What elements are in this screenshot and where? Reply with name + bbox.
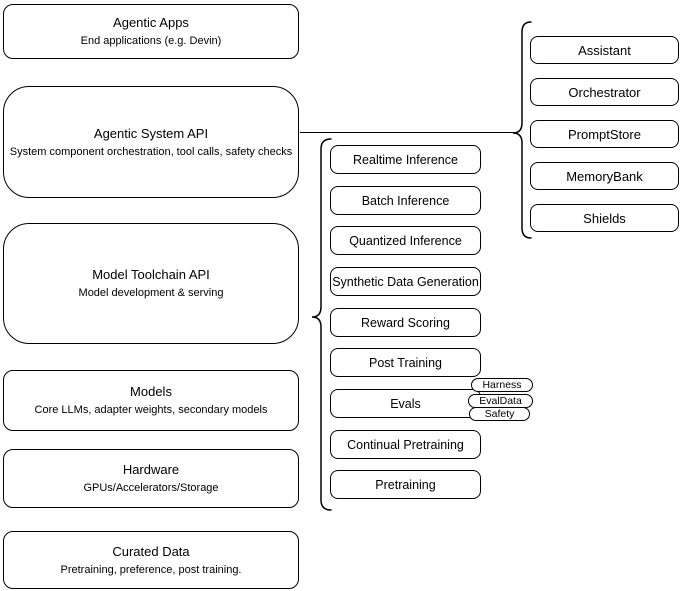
- box-quantized-inference: Quantized Inference: [330, 226, 481, 255]
- pill-label: Harness: [482, 379, 522, 391]
- box-post-training: Post Training: [330, 348, 481, 377]
- connector-line-system-api: [300, 132, 514, 133]
- box-title: Hardware: [122, 462, 180, 477]
- box-pretraining: Pretraining: [330, 470, 481, 499]
- box-title: Model Toolchain API: [92, 267, 210, 282]
- box-label: Batch Inference: [361, 193, 450, 208]
- pill-label: Safety: [484, 408, 515, 420]
- system-brace: [512, 21, 532, 239]
- box-subtitle: End applications (e.g. Devin): [80, 35, 222, 47]
- pill-harness: Harness: [471, 378, 533, 392]
- box-orchestrator: Orchestrator: [530, 78, 679, 106]
- box-label: Realtime Inference: [353, 152, 458, 167]
- pill-evaldata: EvalData: [468, 394, 533, 408]
- box-label: Quantized Inference: [349, 233, 462, 248]
- box-curated-data: Curated Data Pretraining, preference, po…: [3, 531, 299, 589]
- box-synthetic-data-generation: Synthetic Data Generation: [330, 267, 481, 296]
- pill-label: EvalData: [479, 395, 522, 407]
- box-assistant: Assistant: [530, 36, 679, 64]
- box-batch-inference: Batch Inference: [330, 186, 481, 215]
- box-label: MemoryBank: [566, 168, 643, 184]
- box-subtitle: Model development & serving: [78, 287, 224, 299]
- box-evals: Evals: [330, 389, 481, 418]
- box-subtitle: GPUs/Accelerators/Storage: [83, 482, 219, 494]
- toolchain-brace: [311, 138, 332, 511]
- box-realtime-inference: Realtime Inference: [330, 145, 481, 174]
- box-models: Models Core LLMs, adapter weights, secon…: [3, 370, 299, 431]
- box-label: Shields: [583, 210, 626, 226]
- box-label: Synthetic Data Generation: [332, 274, 479, 289]
- box-label: Assistant: [578, 42, 631, 58]
- box-label: Evals: [390, 396, 421, 411]
- box-shields: Shields: [530, 204, 679, 232]
- box-memorybank: MemoryBank: [530, 162, 679, 190]
- box-title: Agentic Apps: [113, 15, 189, 30]
- box-title: Models: [130, 384, 172, 399]
- box-hardware: Hardware GPUs/Accelerators/Storage: [3, 449, 299, 508]
- box-label: Post Training: [369, 355, 442, 370]
- box-continual-pretraining: Continual Pretraining: [330, 430, 481, 459]
- box-model-toolchain-api: Model Toolchain API Model development & …: [3, 223, 299, 344]
- box-title: Agentic System API: [93, 125, 209, 141]
- box-subtitle: System component orchestration, tool cal…: [9, 145, 293, 158]
- box-agentic-system-api: Agentic System API System component orch…: [3, 86, 299, 198]
- box-subtitle: Pretraining, preference, post training.: [60, 563, 242, 576]
- box-label: Pretraining: [375, 477, 436, 492]
- box-subtitle: Core LLMs, adapter weights, secondary mo…: [34, 404, 268, 416]
- box-agentic-apps: Agentic Apps End applications (e.g. Devi…: [3, 4, 299, 59]
- box-label: Reward Scoring: [361, 315, 450, 330]
- box-label: Continual Pretraining: [347, 437, 464, 452]
- box-label: Orchestrator: [568, 84, 641, 100]
- box-label: PromptStore: [568, 126, 641, 142]
- pill-safety: Safety: [469, 407, 530, 421]
- box-reward-scoring: Reward Scoring: [330, 308, 481, 337]
- box-title: Curated Data: [112, 543, 190, 559]
- box-promptstore: PromptStore: [530, 120, 679, 148]
